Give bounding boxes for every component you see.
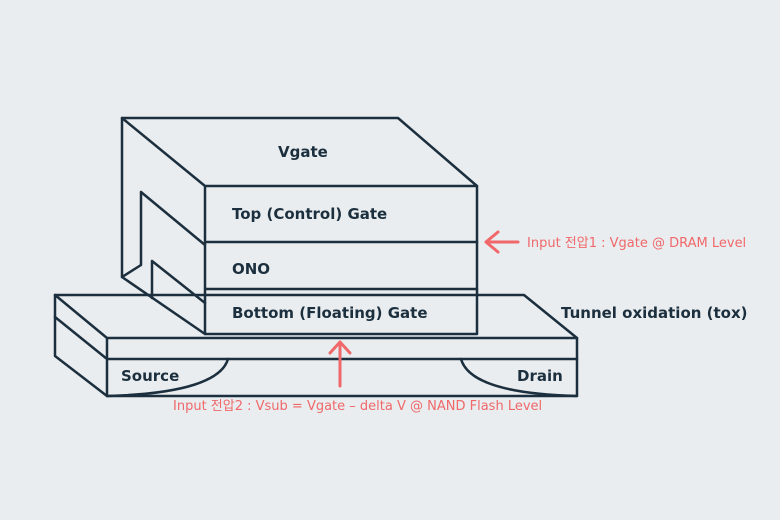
source-region <box>105 357 230 398</box>
top-gate-label: Top (Control) Gate <box>232 205 387 223</box>
drain-region <box>459 357 579 398</box>
bottom-gate-label: Bottom (Floating) Gate <box>232 304 428 322</box>
input2-annotation: Input 전압2 : Vsub = Vgate – delta V @ NAN… <box>173 399 542 414</box>
tunnel-oxide-label: Tunnel oxidation (tox) <box>561 304 748 322</box>
input1-arrow <box>484 230 520 254</box>
input2-arrow <box>328 340 352 388</box>
gate-side-notch <box>120 190 207 305</box>
substrate-edges <box>53 293 579 398</box>
drain-label: Drain <box>517 367 563 385</box>
vgate-label: Vgate <box>278 143 328 161</box>
source-label: Source <box>121 367 179 385</box>
gate-stack-edges <box>120 116 479 336</box>
ono-label: ONO <box>232 260 270 278</box>
input1-annotation: Input 전압1 : Vgate @ DRAM Level <box>527 236 746 251</box>
